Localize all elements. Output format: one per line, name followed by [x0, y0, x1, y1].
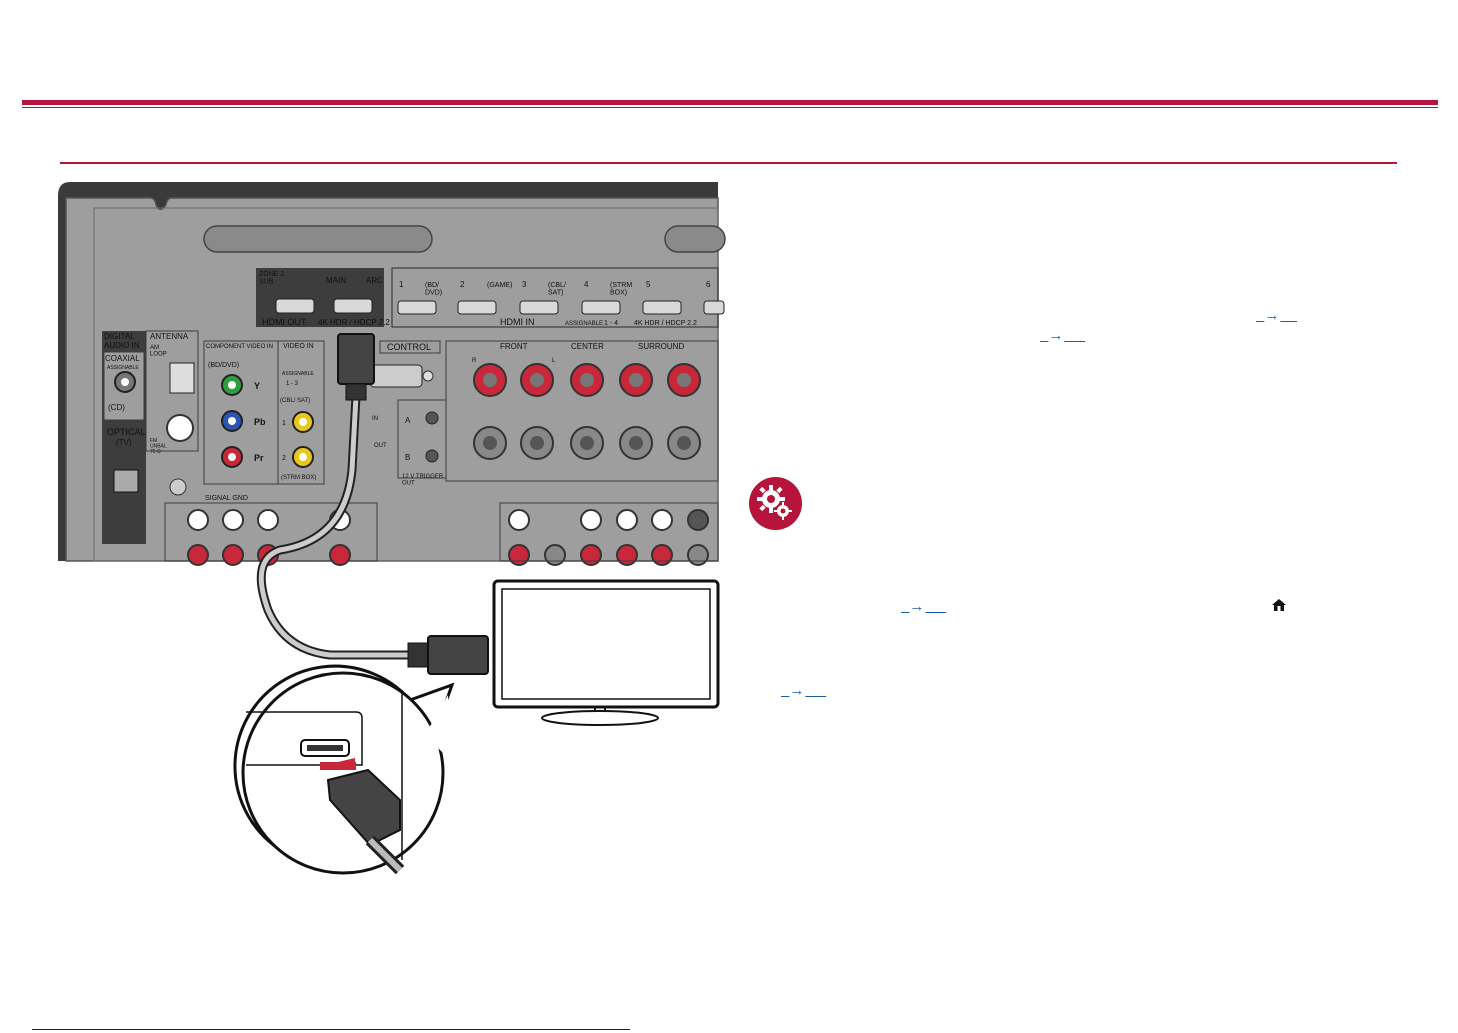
center-label: CENTER: [571, 342, 604, 351]
video-in-label: VIDEO IN: [283, 343, 314, 350]
front-label: FRONT: [500, 342, 528, 351]
pb-label: Pb: [254, 417, 266, 427]
header-rule-thin: [22, 107, 1438, 108]
analog-rca-row: [187, 509, 709, 566]
ir-out-label: OUT: [374, 443, 387, 449]
header-rule-thick: [22, 100, 1438, 105]
hdmi-in-1-label: (BD/DVD): [425, 282, 442, 297]
assignable-nums: 1 - 4: [604, 320, 618, 327]
arrow-icon: →: [1264, 307, 1280, 324]
front-r: R: [472, 358, 477, 364]
hdmi-in-label: HDMI IN: [500, 317, 535, 327]
component-video-label: COMPONENT VIDEO IN: [206, 344, 273, 350]
front-l: L: [552, 358, 556, 364]
reference-link-1-text: [1280, 307, 1297, 324]
signal-gnd-label: SIGNAL GND: [205, 495, 248, 502]
settings-gear-icon: [749, 477, 802, 530]
main-label: MAIN: [326, 276, 346, 285]
arrow-icon: →: [909, 598, 925, 615]
video-1: 1: [282, 420, 286, 427]
hdmi-in-5: 5: [646, 280, 651, 289]
strm-box-label: (STRM BOX): [281, 475, 316, 481]
surround-label: SURROUND: [638, 342, 684, 351]
y-label: Y: [254, 381, 260, 391]
control-label: CONTROL: [387, 342, 431, 352]
hdmi-cable: [256, 333, 489, 675]
tv-label: (TV): [116, 438, 132, 447]
hdmi-in-2: 2: [460, 280, 465, 289]
video-assignable: ASSIGNABLE: [282, 371, 314, 377]
coaxial-assignable: ASSIGNABLE: [107, 365, 139, 371]
hdmi-in-3-label: (CBL/SAT): [548, 282, 566, 297]
hdmi-in-2-label: (GAME): [487, 282, 512, 289]
coaxial-label: COAXIAL: [105, 354, 140, 363]
cbl-sat-label: (CBL/ SAT): [280, 398, 310, 404]
cd-label: (CD): [108, 403, 125, 412]
hdmi-in-6: 6: [706, 280, 711, 289]
hdmi-in-1: 1: [399, 280, 404, 289]
reference-link-3-text: [925, 598, 946, 615]
trigger-b: B: [405, 453, 410, 462]
zoom-callout: [233, 664, 455, 875]
arrow-icon: →: [789, 682, 805, 699]
reference-link-4-text: [805, 682, 826, 699]
hdmi-in-4: 4: [584, 280, 589, 289]
antenna-label: ANTENNA: [150, 332, 189, 341]
bd-dvd-label: (BD/DVD): [208, 362, 239, 369]
home-icon: [1271, 597, 1287, 613]
video-2: 2: [282, 455, 286, 462]
hdmi-in-3: 3: [522, 280, 527, 289]
tv: [492, 579, 720, 726]
video-nums: 1 - 3: [286, 381, 299, 387]
reference-link-2[interactable]: →: [1040, 310, 1085, 344]
arc-label: ARC: [366, 276, 383, 285]
ir-in-label: IN: [372, 416, 378, 422]
reference-link-1[interactable]: →: [1256, 290, 1297, 324]
reference-link-4[interactable]: →: [781, 665, 826, 699]
reference-link-2-text: [1064, 327, 1085, 344]
hdcp-in-label: 4K HDR / HDCP 2.2: [634, 320, 697, 327]
reference-link-3[interactable]: →: [901, 581, 946, 615]
arrow-icon: →: [1048, 327, 1064, 344]
speaker-terminals: [473, 363, 701, 460]
section-rule: [60, 162, 1397, 164]
assignable-label: ASSIGNABLE: [565, 321, 603, 327]
trigger-a: A: [405, 416, 411, 425]
pr-label: Pr: [254, 453, 264, 463]
hdcp-out-label: 4K HDR / HDCP 2.2: [318, 318, 390, 327]
hdmi-out-label: HDMI OUT: [262, 317, 307, 327]
optical-label: OPTICAL: [107, 427, 146, 437]
footer-rule: [32, 1029, 630, 1030]
